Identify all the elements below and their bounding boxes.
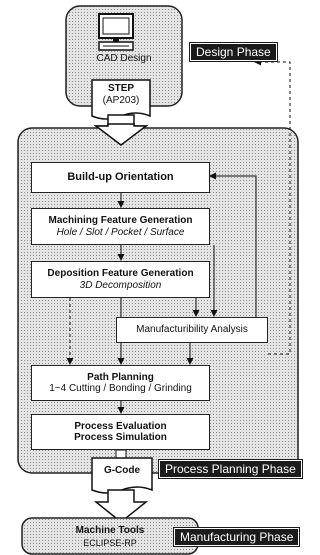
design-phase-label: Design Phase	[189, 42, 278, 62]
process-evaluation-line2: Process Simulation	[74, 432, 167, 443]
deposition-feature-box: Deposition Feature Generation 3D Decompo…	[31, 261, 210, 298]
feedback-to-buildup-arrow	[209, 172, 257, 341]
manufacturability-analysis-box: Manufacturibility Analysis	[116, 317, 268, 343]
deposition-feature-title: Deposition Feature Generation	[47, 268, 194, 279]
computer-icon	[98, 13, 134, 51]
machining-feature-title: Machining Feature Generation	[48, 215, 193, 226]
machine-tools-label: Machine Tools	[75, 525, 145, 536]
manufacturing-phase-label: Manufacturing Phase	[172, 527, 301, 547]
step-sub-label: (AP203)	[102, 95, 140, 106]
buildup-orientation-label: Build-up Orientation	[67, 171, 174, 184]
feedback-to-design-arrow	[254, 58, 291, 355]
gcode-to-manufacturing-arrow	[93, 489, 149, 523]
step-label: STEP	[107, 83, 135, 94]
process-evaluation-line1: Process Evaluation	[74, 420, 167, 432]
machine-tools-sub: ECLIPSE-RP	[83, 538, 137, 548]
gcode-label: G-Code	[103, 465, 141, 476]
machining-feature-sub: Hole / Slot / Pocket / Surface	[56, 226, 185, 238]
machining-feature-box: Machining Feature Generation Hole / Slot…	[31, 208, 210, 245]
path-planning-title: Path Planning	[87, 371, 154, 383]
buildup-orientation-box: Build-up Orientation	[31, 162, 210, 193]
process-planning-phase-label: Process Planning Phase	[158, 459, 303, 479]
manufacturability-analysis-label: Manufacturibility Analysis	[136, 324, 248, 336]
path-planning-box: Path Planning 1~4 Cutting / Bonding / Gr…	[31, 365, 210, 401]
deposition-feature-sub: 3D Decomposition	[79, 279, 162, 291]
path-planning-sub: 1~4 Cutting / Bonding / Grinding	[49, 383, 192, 394]
process-evaluation-box: Process Evaluation Process Simulation	[31, 414, 210, 450]
cad-design-label: CAD Design	[96, 53, 152, 64]
